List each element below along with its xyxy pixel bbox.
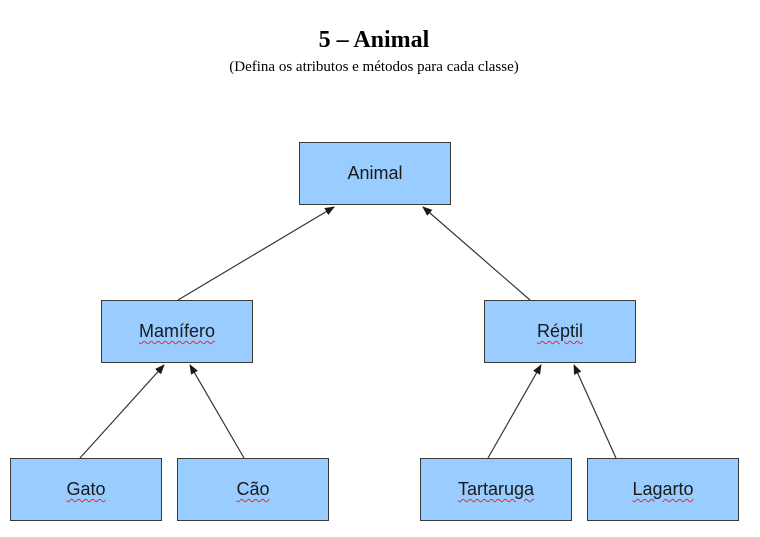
edge-tartaruga-reptil [487,364,542,459]
edge-cao-mamifero [189,364,245,459]
class-box-cao[interactable]: Cão [177,458,329,521]
class-label-mamifero: Mamífero [138,321,216,341]
class-box-lagarto[interactable]: Lagarto [587,458,739,521]
class-label-reptil: Réptil [536,321,584,341]
edge-reptil-animal [422,206,531,301]
class-box-tartaruga[interactable]: Tartaruga [420,458,572,521]
class-box-reptil[interactable]: Réptil [484,300,636,363]
edge-lagarto-reptil [573,364,617,459]
class-box-animal[interactable]: Animal [299,142,451,205]
page-title: 5 – Animal [318,27,430,53]
class-label-tartaruga: Tartaruga [457,479,535,499]
class-box-mamifero[interactable]: Mamífero [101,300,253,363]
edge-gato-mamifero [79,364,165,459]
class-label-lagarto: Lagarto [632,479,694,499]
edge-mamifero-animal [177,206,335,301]
page-subtitle: (Defina os atributos e métodos para cada… [229,59,519,75]
class-label-animal: Animal [347,163,403,183]
class-box-gato[interactable]: Gato [10,458,162,521]
class-label-cao: Cão [236,479,270,499]
class-label-gato: Gato [66,479,106,499]
